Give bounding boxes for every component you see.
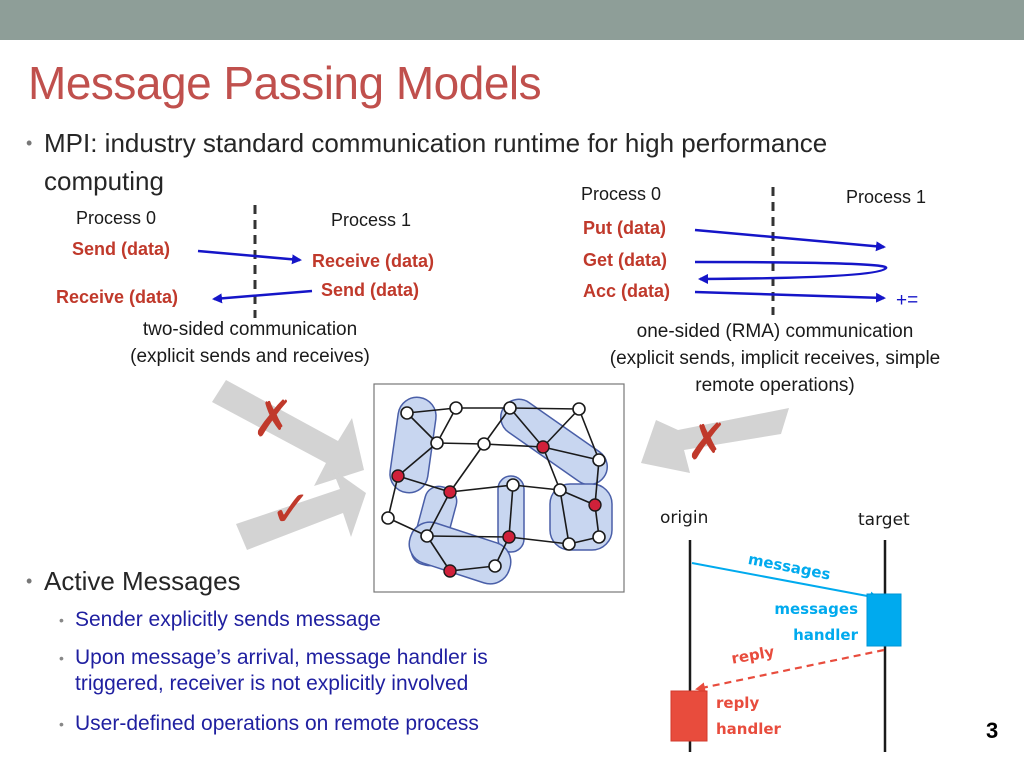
reply-arrow xyxy=(695,648,885,693)
acc-arrow xyxy=(694,290,886,303)
check-mark-active-messages: ✓ xyxy=(270,480,312,538)
gray-arrow-one-sided xyxy=(641,408,789,473)
bullet-mpi-cont: computing xyxy=(44,166,164,196)
two-sided-process1-label: Process 1 xyxy=(331,210,412,230)
reply-handler-label-line1: reply xyxy=(716,694,760,712)
bullet-active-messages-label: Active Messages xyxy=(44,566,241,596)
slide-title: Message Passing Models xyxy=(28,57,542,109)
sub-bullet-dot: • xyxy=(59,650,64,666)
graph-nodes xyxy=(381,401,606,578)
send-data-label-p1: Send (data) xyxy=(321,280,420,300)
sub-bullet-dot: • xyxy=(59,716,64,732)
send-arrow-p1-to-p0 xyxy=(212,289,313,304)
messages-handler-label-line1: messages xyxy=(774,600,858,618)
cross-mark-two-sided: ✗ xyxy=(252,390,294,448)
gray-arrow-two-sided xyxy=(212,380,364,486)
sub-bullet-3-text: User-defined operations on remote proces… xyxy=(75,712,479,735)
one-sided-caption: one-sided (RMA) communication (explicit … xyxy=(555,318,995,399)
put-data-label: Put (data) xyxy=(583,218,666,238)
sub-bullet-2-line2: triggered, receiver is not explicitly in… xyxy=(75,672,469,695)
messages-handler-label-line2: handler xyxy=(793,626,858,644)
one-sided-process0-label: Process 0 xyxy=(581,184,662,204)
messages-handler-label: messages handler xyxy=(770,596,858,648)
bullet-active-messages: • Active Messages xyxy=(26,566,241,596)
two-sided-caption: two-sided communication (explicit sends … xyxy=(90,316,410,370)
send-data-label-p0: Send (data) xyxy=(72,239,171,259)
top-banner xyxy=(0,0,1024,40)
target-label: target xyxy=(858,510,910,530)
put-arrow xyxy=(694,228,886,252)
bullet-mpi: • MPI: industry standard communication r… xyxy=(26,128,1004,158)
sub-bullet-3: • User-defined operations on remote proc… xyxy=(59,711,479,737)
one-sided-caption-line2: (explicit sends, implicit receives, simp… xyxy=(609,348,941,369)
sub-bullet-1-text: Sender explicitly sends message xyxy=(75,608,381,631)
one-sided-caption-line1: one-sided (RMA) communication xyxy=(636,321,914,342)
page-number: 3 xyxy=(986,718,999,743)
two-sided-process0-label: Process 0 xyxy=(76,208,157,228)
sub-bullet-dot: • xyxy=(59,612,64,628)
receive-data-label-p1: Receive (data) xyxy=(312,251,435,271)
bullet-mpi-line1: MPI: industry standard communication run… xyxy=(44,128,828,158)
bullet-dot: • xyxy=(26,133,33,153)
receive-data-label-p0: Receive (data) xyxy=(56,287,179,307)
get-data-label: Get (data) xyxy=(583,250,668,270)
two-sided-caption-line1: two-sided communication xyxy=(142,319,358,340)
reply-handler-box xyxy=(670,690,708,742)
graph-partitions xyxy=(389,396,613,585)
acc-operator-label: += xyxy=(896,290,919,311)
origin-label: origin xyxy=(660,508,709,528)
send-arrow-p0-to-p1 xyxy=(197,249,302,265)
one-sided-caption-line3: remote operations) xyxy=(695,375,855,396)
bullet-mpi-line2: computing xyxy=(44,166,164,196)
get-arrow xyxy=(694,260,888,284)
acc-data-label: Acc (data) xyxy=(583,281,671,301)
sub-bullet-1: • Sender explicitly sends message xyxy=(59,607,381,633)
bullet-dot: • xyxy=(26,571,33,591)
messages-handler-box xyxy=(866,593,902,647)
cross-mark-one-sided: ✗ xyxy=(686,413,728,471)
messages-arrow xyxy=(691,562,880,602)
two-sided-caption-line2: (explicit sends and receives) xyxy=(130,346,370,367)
reply-handler-label: reply handler xyxy=(716,690,781,742)
gray-arrow-active-messages xyxy=(236,469,366,550)
sub-bullet-2: • Upon message’s arrival, message handle… xyxy=(59,645,488,697)
reply-handler-label-line2: handler xyxy=(716,720,781,738)
sub-bullet-2-line1: Upon message’s arrival, message handler … xyxy=(75,646,488,669)
one-sided-process1-label: Process 1 xyxy=(846,187,927,207)
